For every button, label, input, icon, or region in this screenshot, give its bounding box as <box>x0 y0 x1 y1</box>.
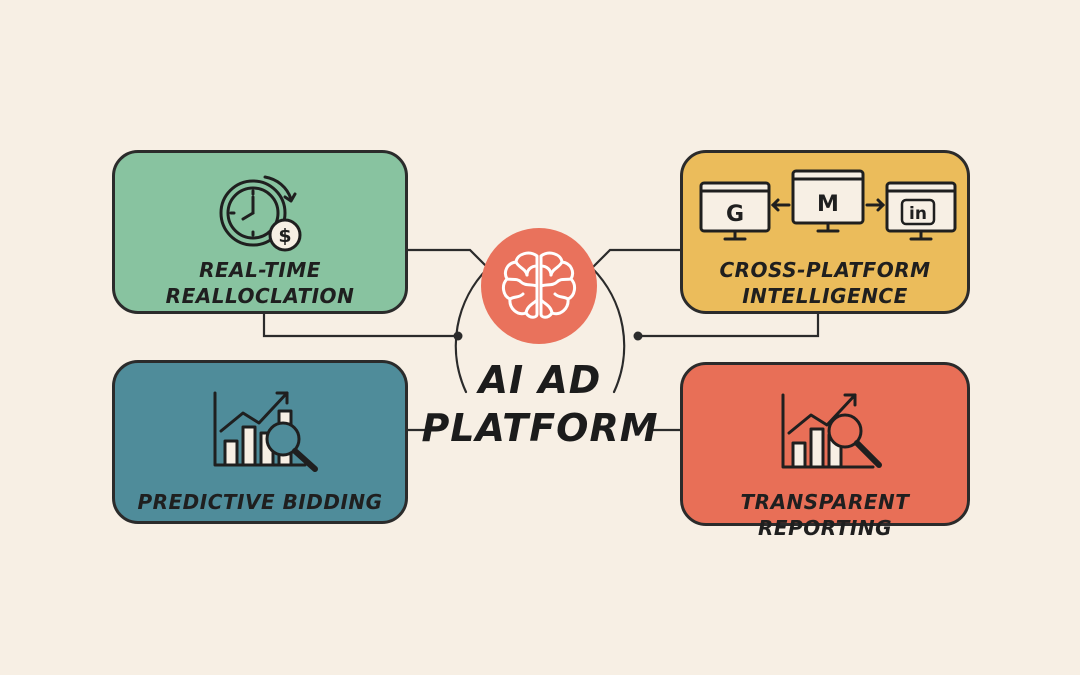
chart-magnifier-icon <box>781 393 882 469</box>
card-predictive-bidding: PREDICTIVE BIDDING <box>112 360 408 524</box>
center-title-line2: PLATFORM <box>421 406 659 450</box>
card-reporting-label: TRANSPARENT REPORTING <box>740 490 910 540</box>
card-cross-platform-intelligence: G M in CROSS-PLATFORM INTELLIGENCE <box>680 150 970 314</box>
card-cross-platform-label: CROSS-PLATFORM INTELLIGENCE <box>683 257 967 309</box>
monitor-letter-g: G <box>726 202 744 227</box>
card-cross-platform-label-line2: INTELLIGENCE <box>742 284 908 308</box>
monitor-letter-in: in <box>909 204 927 224</box>
svg-text:$: $ <box>278 225 291 247</box>
center-title: AI AD PLATFORM <box>420 356 660 452</box>
monitor-letter-m: M <box>817 192 839 217</box>
center-title-line1: AI AD <box>478 358 602 402</box>
card-realtime-label-line2: REALLOCLATION <box>165 284 355 308</box>
card-realtime-label-line1: REAL-TIME <box>199 258 321 282</box>
clock-dollar-icon: $ <box>219 175 302 252</box>
card-transparent-reporting: TRANSPARENT REPORTING <box>680 362 970 540</box>
brain-icon <box>501 251 577 319</box>
card-cross-platform-label-line1: CROSS-PLATFORM <box>719 258 931 282</box>
hub-circle <box>481 228 597 344</box>
card-realtime-reallocation: $ REAL-TIME REALLOCLATION <box>112 150 408 314</box>
card-predictive-label: PREDICTIVE BIDDING <box>137 490 383 514</box>
card-realtime-label: REAL-TIME REALLOCLATION <box>115 257 405 309</box>
monitors-icon: G M in <box>699 169 957 241</box>
chart-magnifier-icon <box>213 391 318 472</box>
